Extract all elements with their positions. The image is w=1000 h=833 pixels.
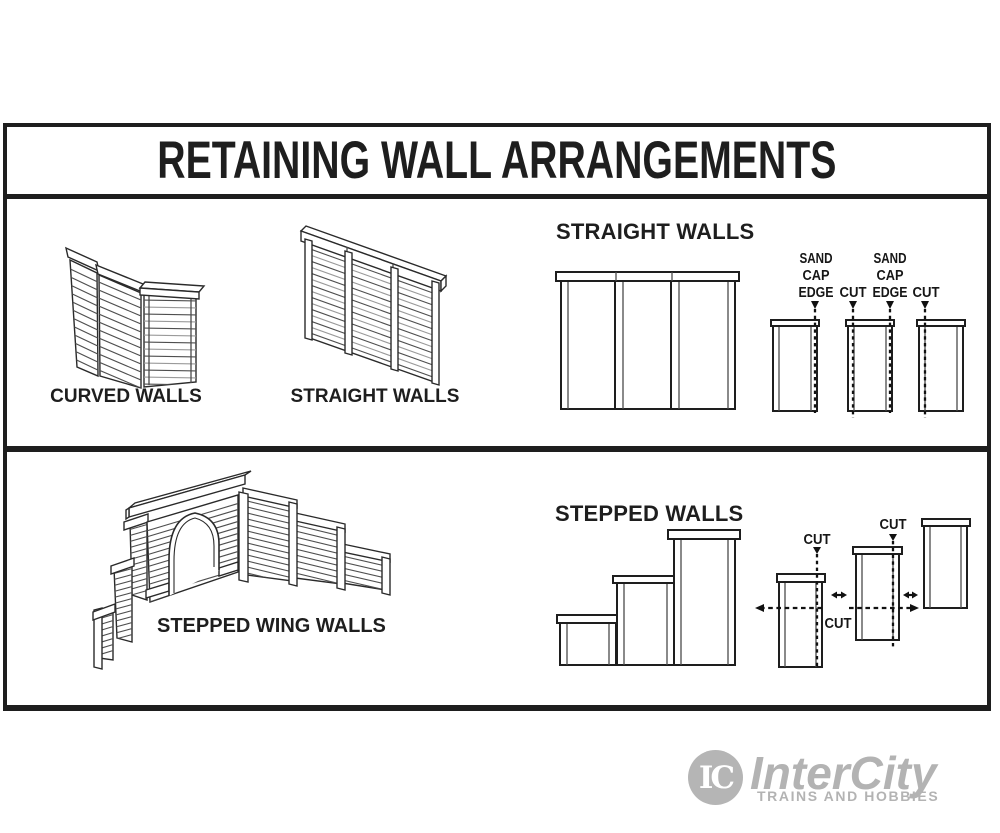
intercity-logo-icon: IC xyxy=(688,750,743,805)
portal-cap xyxy=(125,470,252,521)
left-wing-section-3 xyxy=(92,603,116,670)
curved-wall-middle-segment xyxy=(95,263,146,389)
title-divider xyxy=(3,194,991,199)
down-arrow-icon xyxy=(886,301,894,309)
left-wing-section-1 xyxy=(123,513,149,601)
logo-monogram: IC xyxy=(698,759,735,796)
sand-cap-edge-label: SAND CAP EDGE xyxy=(873,251,908,301)
down-arrow-icon xyxy=(889,534,897,541)
cut-label: CUT xyxy=(804,532,831,548)
down-arrow-icon xyxy=(813,547,821,554)
sand-cap-edge-label: SAND CAP EDGE xyxy=(799,251,834,301)
page-title: RETAINING WALL ARRANGEMENTS xyxy=(156,131,837,190)
curved-walls-illustration xyxy=(65,246,206,389)
down-arrow-icon xyxy=(849,301,857,309)
curved-walls-caption: CURVED WALLS xyxy=(50,386,202,407)
svg-text:EDGE: EDGE xyxy=(799,285,834,301)
step-panel-tall xyxy=(667,529,741,666)
cut-label: CUT xyxy=(880,517,907,533)
down-arrow-icon xyxy=(811,301,819,309)
guide-panel xyxy=(776,573,826,668)
portal-corner-post xyxy=(238,491,249,583)
arch-opening xyxy=(169,513,219,596)
left-wing-section-2 xyxy=(110,557,135,643)
guide-panel xyxy=(852,546,903,641)
wall-posts xyxy=(304,238,440,386)
svg-text:SAND: SAND xyxy=(874,251,907,267)
right-wing-section-2 xyxy=(290,511,346,591)
svg-text:EDGE: EDGE xyxy=(873,285,908,301)
cut-label: CUT xyxy=(913,285,940,301)
wall-cap xyxy=(555,271,740,282)
straight-walls-heading: STRAIGHT WALLS xyxy=(556,219,755,244)
right-wing-section-1 xyxy=(242,487,298,587)
straight-walls-illustration xyxy=(299,225,448,386)
section-divider xyxy=(3,446,991,452)
step-panel-low xyxy=(556,614,618,666)
stepped-cut-guide: CUT CUT CUT xyxy=(755,517,971,668)
straight-cut-guide: SAND CAP EDGE CUT SAND CAP EDGE CUT xyxy=(770,251,966,418)
stepped-walls-heading: STEPPED WALLS xyxy=(555,501,744,526)
diagram-frame xyxy=(3,123,991,711)
svg-text:CAP: CAP xyxy=(877,268,904,284)
straight-walls-front-diagram xyxy=(555,271,740,410)
guide-panel xyxy=(916,319,966,412)
curved-wall-left-segment xyxy=(65,246,100,378)
shift-arrow-icon xyxy=(831,591,847,599)
title-band: RETAINING WALL ARRANGEMENTS xyxy=(7,127,986,194)
logo-name: InterCity xyxy=(750,747,937,799)
right-arrow-icon xyxy=(910,604,919,612)
stepped-wing-walls-caption: STEPPED WING WALLS xyxy=(157,615,386,637)
step-panel-mid xyxy=(612,575,676,666)
stepped-wing-walls-illustration xyxy=(92,470,391,670)
wall-siding xyxy=(306,244,438,383)
portal-base xyxy=(218,561,239,577)
logo-tagline: TRAINS AND HOBBIES xyxy=(757,788,940,804)
shift-arrow-icon xyxy=(903,591,918,599)
wall-posts xyxy=(567,281,729,409)
curved-wall-right-segment xyxy=(138,281,206,388)
straight-walls-caption: STRAIGHT WALLS xyxy=(290,386,460,407)
svg-text:SAND: SAND xyxy=(800,251,833,267)
wall-body xyxy=(560,280,736,410)
guide-panel xyxy=(770,319,820,412)
guide-panel xyxy=(921,518,971,609)
cut-label: CUT xyxy=(840,285,867,301)
stepped-walls-front-diagram xyxy=(556,529,741,666)
right-wing-section-3 xyxy=(337,542,391,596)
wall-cap xyxy=(299,225,448,293)
down-arrow-icon xyxy=(921,301,929,309)
left-arrow-icon xyxy=(755,604,764,612)
guide-panel xyxy=(845,319,895,412)
tunnel-portal xyxy=(125,470,252,603)
cut-label: CUT xyxy=(825,616,852,632)
svg-text:CAP: CAP xyxy=(803,268,830,284)
